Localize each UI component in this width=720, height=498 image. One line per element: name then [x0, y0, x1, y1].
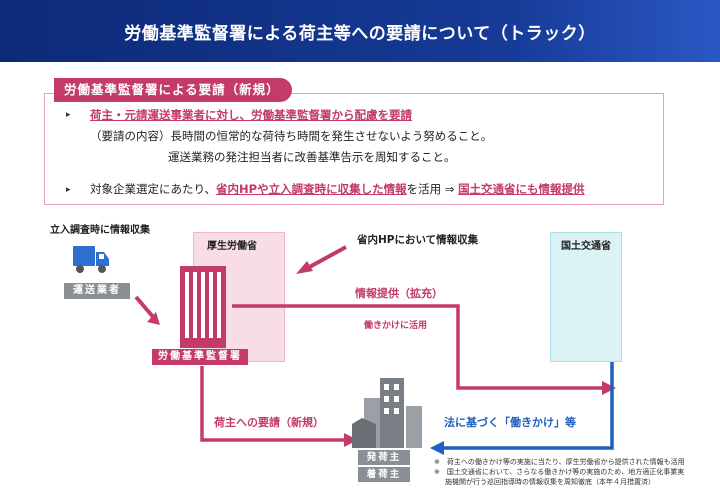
request-bullet-2-pre: 対象企業選定にあたり、 — [90, 182, 217, 196]
shipper-dest-badge: 着荷主 — [358, 467, 410, 482]
hp-collection-label: 省内HPにおいて情報収集 — [357, 234, 479, 246]
mlit-label: 国土交通省 — [561, 241, 611, 252]
note-3: 施機関が行う巡回指導時の情報収集を周知徹底（本年４月措置済） — [445, 478, 655, 486]
request-content-1: （要請の内容）長時間の恒常的な荷待ち時間を発生させないよう努めること。 — [90, 128, 492, 144]
request-content-line-2: 運送業務の発注担当者に改善基準告示を周知すること。 — [168, 150, 456, 164]
shipper-buildings-icon — [352, 378, 422, 448]
truck-icon — [73, 246, 109, 273]
labor-office-building-icon — [180, 266, 226, 348]
mlit-box — [550, 232, 622, 362]
carrier-arrowhead — [147, 312, 160, 325]
bullet-icon: ▸ — [66, 185, 71, 195]
request-bullet-2-link: 省内HPや立入調査時に収集した情報 — [216, 182, 407, 196]
bullet-icon: ▸ — [66, 110, 71, 120]
law-arrowhead — [430, 441, 444, 455]
shipper-request-label: 荷主への要請（新規） — [214, 416, 324, 429]
note-2: ※ 国土交通省において、さらなる働きかけ等の実施のため、地方適正化事業実 — [434, 468, 685, 476]
shipper-request-line — [200, 366, 348, 442]
info-provide-line — [232, 304, 606, 390]
request-content-2: 運送業務の発注担当者に改善基準告示を周知すること。 — [168, 149, 456, 165]
shipper-origin-badge: 発荷主 — [358, 450, 410, 465]
carrier-badge: 運送業者 — [64, 283, 130, 299]
request-bullet-1: 荷主・元請運送事業者に対し、労働基準監督署から配慮を要請 — [90, 107, 412, 123]
mhlw-label: 厚生労働省 — [207, 241, 257, 252]
request-box — [44, 93, 664, 205]
law-label: 法に基づく「働きかけ」等 — [444, 416, 576, 429]
hp-arrowhead — [296, 261, 313, 274]
request-bullet-1-title: 荷主・元請運送事業者に対し、労働基準監督署から配慮を要請 — [90, 108, 412, 122]
request-content-label: （要請の内容） — [90, 129, 171, 143]
request-tag: 労働基準監督署による要請（新規） — [54, 78, 292, 102]
inspection-label: 立入調査時に情報収集 — [50, 225, 150, 236]
carrier-arrow — [134, 295, 156, 320]
request-bullet-2-mid: を活用 ⇒ — [406, 182, 455, 196]
law-line — [440, 362, 614, 450]
shipper-request-arrowhead — [344, 433, 358, 447]
info-provide-arrowhead — [602, 381, 616, 395]
utilize-label: 働きかけに活用 — [364, 321, 428, 331]
page-title: 労働基準監督署による荷主等への要請について（トラック） — [124, 23, 596, 44]
request-content-line-1: 長時間の恒常的な荷待ち時間を発生させないよう努めること。 — [170, 129, 493, 143]
page-header: 労働基準監督署による荷主等への要請について（トラック） — [0, 0, 720, 62]
request-bullet-2: 対象企業選定にあたり、省内HPや立入調査時に収集した情報を活用 ⇒ 国土交通省に… — [90, 181, 585, 197]
request-bullet-2-end: 国土交通省にも情報提供 — [458, 182, 585, 196]
info-provide-label: 情報提供（拡充） — [355, 287, 443, 300]
note-1: ※ 荷主への働きかけ等の実施に当たり、厚生労働省から提供された情報も活用 — [434, 458, 685, 466]
hp-arrow — [303, 245, 347, 272]
labor-office-badge: 労働基準監督署 — [152, 349, 248, 365]
